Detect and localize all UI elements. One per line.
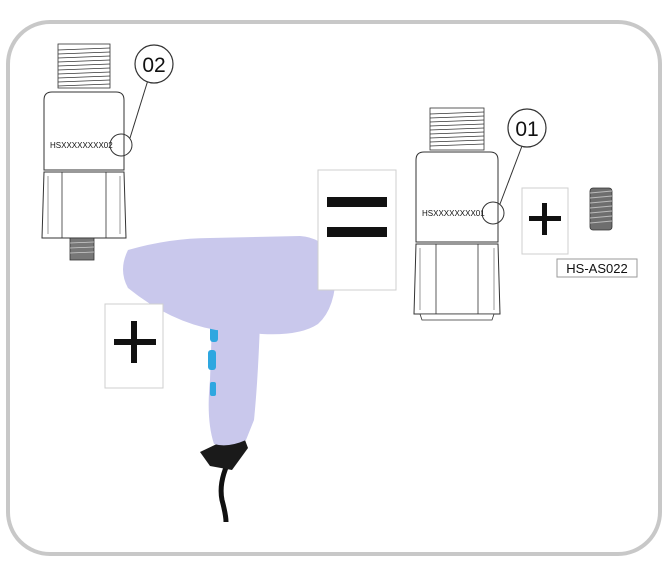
equals-sign xyxy=(317,169,397,291)
dryer-handle xyxy=(208,322,260,446)
hair-dryer-illustration xyxy=(123,236,336,523)
sensor-right-highlight-circle xyxy=(481,201,505,225)
sensor-right: HSXXXXXXXX01 01 xyxy=(413,107,547,321)
sensor-left: HSXXXXXXXX02 02 xyxy=(41,43,174,261)
mounting-stud xyxy=(589,187,613,231)
plus-sign-right xyxy=(521,187,569,255)
callout-01-label: 01 xyxy=(515,118,538,141)
sensor-left-highlight-circle xyxy=(109,133,133,157)
sensor-right-thread xyxy=(429,107,485,151)
sensor-right-serial: HSXXXXXXXX01 xyxy=(422,209,485,218)
sensor-left-serial: HSXXXXXXXX02 xyxy=(50,141,113,150)
dryer-switch-mid xyxy=(208,350,216,370)
stud-part-number: HS-AS022 xyxy=(566,261,627,276)
dryer-barrel xyxy=(123,236,336,335)
callout-02-label: 02 xyxy=(142,54,165,77)
callout-01-circle xyxy=(507,108,547,148)
callout-02-circle xyxy=(134,44,174,84)
stud-part-label: HS-AS022 xyxy=(556,258,638,278)
plus-sign-left xyxy=(104,303,164,389)
sensor-left-thread xyxy=(57,43,111,89)
dryer-switch-low xyxy=(210,382,216,396)
